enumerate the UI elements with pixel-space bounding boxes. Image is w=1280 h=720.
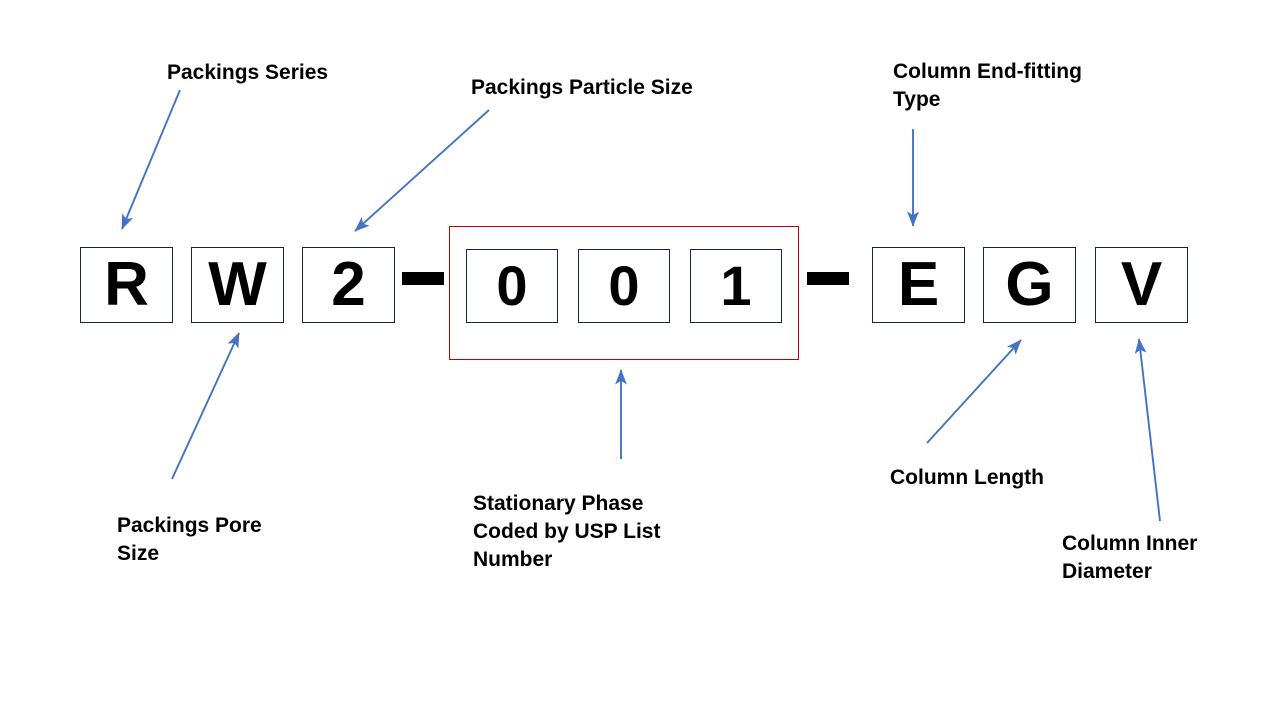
arrow-packings-pore-size	[171, 332, 240, 480]
cell-v: V	[1095, 247, 1188, 323]
cell-w: W	[191, 247, 284, 323]
label-column-inner-diameter: Column Inner Diameter	[1062, 532, 1198, 583]
label-packings-particle-size: Packings Particle Size	[471, 76, 693, 99]
label-packings-series: Packings Series	[167, 61, 329, 84]
arrow-column-length	[926, 339, 1022, 444]
label-stationary-phase: Stationary Phase Coded by USP List Numbe…	[473, 492, 661, 571]
usp-list-number-highlight-box	[449, 226, 799, 360]
cell-0b: 0	[578, 249, 670, 323]
cell-0a: 0	[466, 249, 558, 323]
label-column-length: Column Length	[890, 466, 1044, 489]
cell-r: R	[80, 247, 173, 323]
cell-1: 1	[690, 249, 782, 323]
arrow-column-inner-diameter	[1134, 338, 1161, 522]
arrow-packings-series	[121, 89, 181, 230]
arrow-packings-particle-size	[354, 109, 490, 232]
label-column-end-fitting-type: Column End-fitting Type	[893, 60, 1082, 111]
cell-g: G	[983, 247, 1076, 323]
cell-2: 2	[302, 247, 395, 323]
separator-dash-1	[402, 272, 444, 285]
label-packings-pore-size: Packings Pore Size	[117, 514, 262, 565]
separator-dash-2	[807, 272, 849, 285]
cell-e: E	[872, 247, 965, 323]
